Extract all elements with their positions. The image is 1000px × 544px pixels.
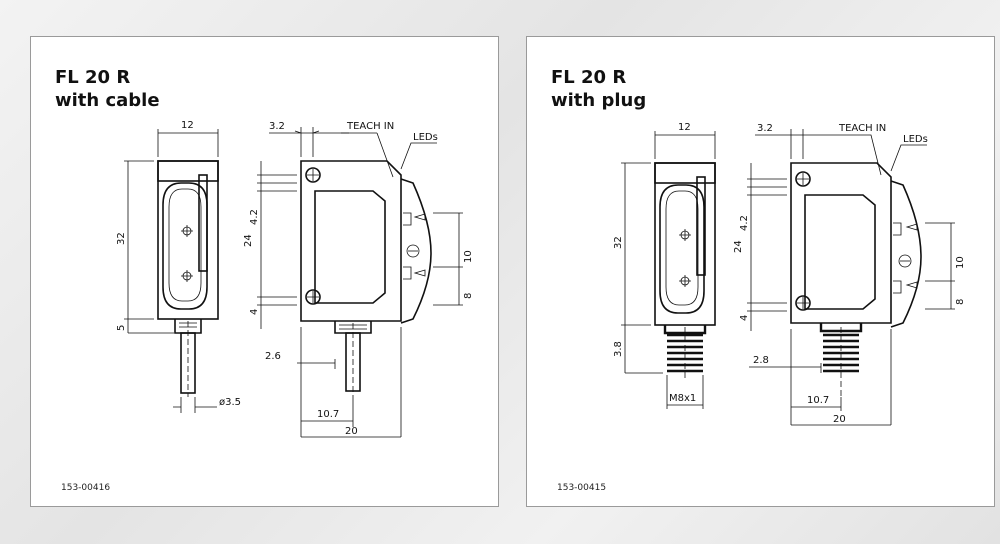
dim-10: 10: [955, 256, 966, 269]
label-teach-in: TEACH IN: [346, 121, 394, 132]
dim-10-7: 10.7: [317, 409, 339, 420]
drawing-cable-version: 12 32 5 ø3.5: [116, 120, 474, 438]
panel-title: FL 20 R with plug: [551, 66, 646, 112]
dim-10: 10: [463, 250, 474, 263]
drawing-plug-version: 12 32 3.8 M8x1: [613, 122, 966, 426]
dim-height-3-8: 3.8: [613, 341, 624, 357]
label-teach-in: TEACH IN: [838, 123, 886, 134]
dim-height-32: 32: [116, 232, 127, 245]
dim-4: 4: [739, 315, 750, 321]
dim-4-2: 4.2: [249, 209, 260, 225]
dim-8: 8: [955, 299, 966, 305]
title-model: FL 20 R: [551, 67, 627, 88]
dim-thread-m8: M8x1: [669, 393, 696, 404]
front-view: [124, 129, 219, 413]
dim-24: 24: [243, 234, 254, 247]
front-view: [621, 131, 716, 409]
dim-10-7: 10.7: [807, 395, 829, 406]
dim-20: 20: [833, 414, 846, 425]
dim-width-12: 12: [181, 120, 194, 131]
drawing-code: 153-00416: [61, 483, 111, 493]
drawing-panel-cable: FL 20 R with cable 12 32 5 ø3.5: [30, 36, 499, 507]
dim-4: 4: [249, 309, 260, 315]
dim-8: 8: [463, 293, 474, 299]
dim-3-2: 3.2: [757, 123, 773, 134]
drawing-panel-plug: FL 20 R with plug 12 32 3.8 M8x1: [526, 36, 995, 507]
dim-2-6: 2.6: [265, 351, 281, 362]
drawing-code: 153-00415: [557, 483, 607, 493]
dim-24: 24: [733, 240, 744, 253]
dim-cable-diameter: ø3.5: [219, 397, 241, 408]
side-view: [747, 129, 955, 426]
label-leds: LEDs: [903, 134, 928, 145]
dim-height-32: 32: [613, 236, 624, 249]
dim-3-2: 3.2: [269, 121, 285, 132]
dim-width-12: 12: [678, 122, 691, 133]
side-view: [257, 127, 463, 438]
dim-2-8: 2.8: [753, 355, 769, 366]
dim-20: 20: [345, 426, 358, 437]
dim-4-2: 4.2: [739, 215, 750, 231]
title-variant: with plug: [551, 90, 647, 111]
label-leds: LEDs: [413, 132, 438, 143]
title-variant: with cable: [55, 90, 160, 111]
title-model: FL 20 R: [55, 67, 131, 88]
dim-height-5: 5: [116, 325, 127, 331]
panel-title: FL 20 R with cable: [55, 66, 160, 112]
